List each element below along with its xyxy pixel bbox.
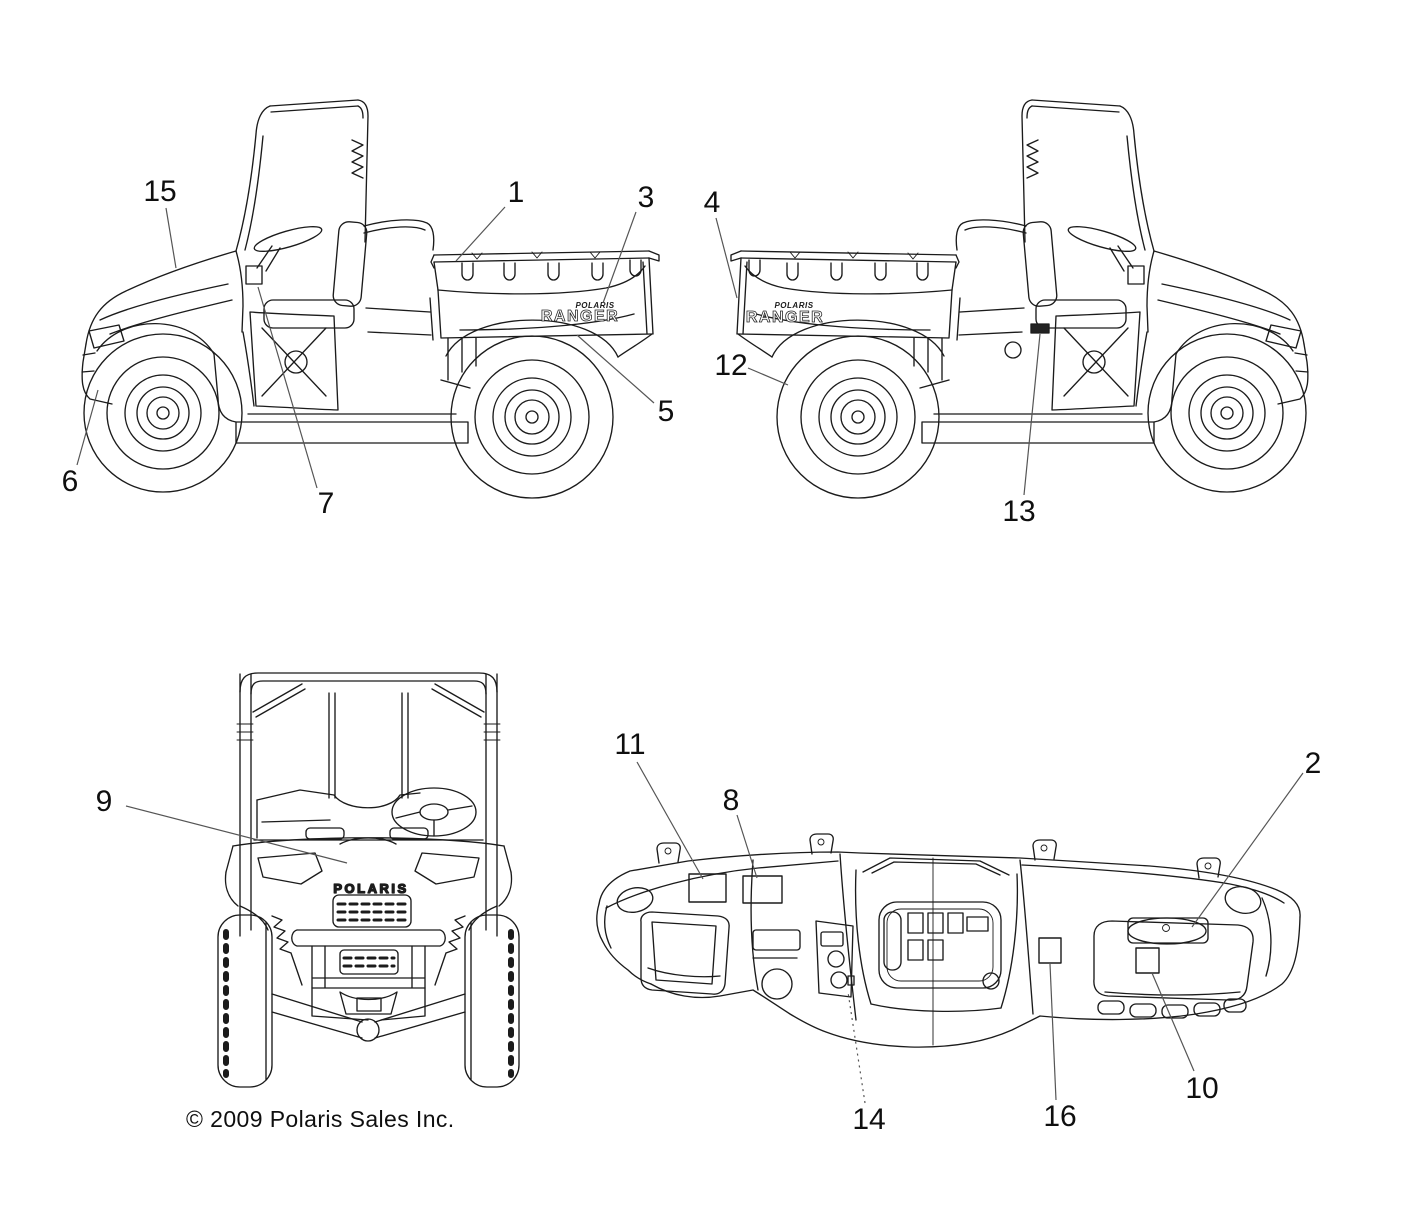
leader-line-7 (257, 286, 318, 489)
leader-line-1 (455, 206, 506, 262)
view-dash (595, 833, 1301, 1048)
decal-10-target (1135, 947, 1160, 974)
bed-brand-decal-left: POLARIS (575, 301, 614, 310)
callout-leader-lines (76, 206, 1304, 1104)
leader-line-9 (125, 805, 348, 864)
callout-3: 3 (637, 181, 655, 214)
leader-line-4 (715, 217, 738, 299)
view-side-right: POLARIS RANGER (730, 99, 1309, 499)
leader-line-2 (1191, 772, 1304, 928)
ignition-switch (830, 971, 848, 989)
callout-8: 8 (722, 784, 740, 817)
view-front: POLARIS (217, 672, 520, 1088)
bed-brand-decal-right: POLARIS (774, 301, 813, 310)
leader-line-10 (1151, 972, 1195, 1072)
callout-4: 4 (703, 186, 721, 219)
leader-line-16 (1049, 963, 1057, 1101)
decal-11-target (688, 873, 727, 903)
leader-line-5 (576, 334, 655, 404)
callout-13: 13 (1002, 495, 1036, 528)
callout-1: 1 (507, 176, 525, 209)
decal-2-target (1127, 917, 1207, 945)
bed-model-decal-right: RANGER (746, 309, 824, 326)
callout-14: 14 (852, 1103, 886, 1136)
grille-brand-decal: POLARIS (333, 881, 408, 896)
callout-6: 6 (61, 465, 79, 498)
callout-5: 5 (657, 395, 675, 428)
leader-line-15 (165, 207, 177, 269)
decal-16-target (1038, 937, 1062, 964)
leader-line-13 (1023, 333, 1041, 496)
callout-11: 11 (614, 728, 646, 761)
callout-2: 2 (1304, 747, 1322, 780)
copyright-text: © 2009 Polaris Sales Inc. (186, 1106, 455, 1132)
callout-9: 9 (95, 785, 113, 818)
leader-line-3 (602, 211, 637, 304)
callout-15: 15 (143, 175, 177, 208)
callout-16: 16 (1043, 1100, 1077, 1133)
callout-10: 10 (1185, 1072, 1219, 1105)
leader-line-12 (747, 367, 789, 386)
leader-line-8 (736, 814, 758, 879)
leader-line-14 (847, 991, 866, 1104)
leader-line-6 (76, 389, 99, 466)
leader-line-11 (636, 761, 704, 880)
callout-12: 12 (714, 349, 748, 382)
callout-7: 7 (317, 487, 335, 520)
decal-8-target (742, 875, 783, 904)
view-side-left: POLARIS RANGER (81, 99, 660, 499)
bed-model-decal-left: RANGER (541, 308, 619, 325)
seat-base-decal (1030, 323, 1050, 334)
